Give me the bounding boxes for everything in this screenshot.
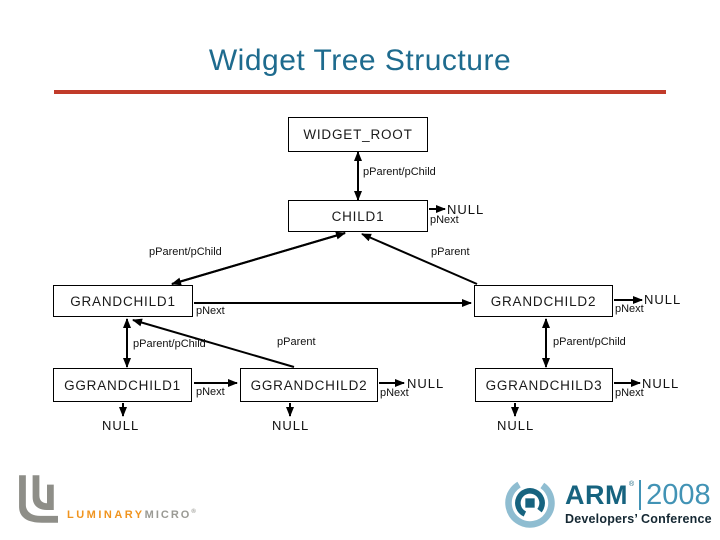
arm-swirl-icon xyxy=(505,478,555,528)
label-root-child1: pParent/pChild xyxy=(363,166,436,178)
arm-text-block: ARM ® 2008 Developers’ Conference xyxy=(565,480,712,526)
label-gc2-ggc3: pParent/pChild xyxy=(553,336,626,348)
arm-conference-logo: ARM ® 2008 Developers’ Conference xyxy=(502,475,712,531)
node-grandchild2: GRANDCHILD2 xyxy=(474,285,613,317)
label-gc1-ggc1: pParent/pChild xyxy=(133,338,206,350)
node-child1: CHILD1 xyxy=(288,200,428,232)
label-gc2-parent: pParent xyxy=(431,246,470,258)
label-child1-pnext: pNext xyxy=(430,214,459,226)
arm-year-text: 2008 xyxy=(646,478,711,511)
label-ggc2-parent: pParent xyxy=(277,336,316,348)
node-grandchild1: GRANDCHILD1 xyxy=(53,285,193,317)
label-child1-null: NULL xyxy=(447,202,485,217)
label-ggc3-child-null: NULL xyxy=(497,418,535,433)
label-ggc2-null: NULL xyxy=(407,376,445,391)
label-ggc1-pnext: pNext xyxy=(196,386,225,398)
label-ggc3-pnext: pNext xyxy=(615,387,644,399)
edge-gc2-parent xyxy=(361,233,478,285)
arm-separator xyxy=(639,480,642,510)
title-rule xyxy=(54,90,666,94)
luminary-leaf-icon xyxy=(19,475,58,523)
luminary-suffix-text: MICRO xyxy=(144,509,192,521)
label-gc2-pnext: pNext xyxy=(615,303,644,315)
luminary-brand-text: LUMINARY xyxy=(67,509,145,521)
node-ggrandchild2: GGRANDCHILD2 xyxy=(240,368,378,402)
arm-registered-mark: ® xyxy=(629,481,635,488)
label-child1-gc1: pParent/pChild xyxy=(149,246,222,258)
label-gc2-null: NULL xyxy=(644,292,682,307)
luminary-wordmark: LUMINARYMICRO® xyxy=(67,509,196,521)
arm-name-row: ARM ® 2008 xyxy=(565,480,712,510)
arm-tagline-text: Developers’ Conference xyxy=(565,512,712,526)
node-widget-root: WIDGET_ROOT xyxy=(288,117,428,152)
node-ggrandchild1: GGRANDCHILD1 xyxy=(53,368,192,402)
edge-child1-gc1-up xyxy=(171,231,346,285)
page-title: Widget Tree Structure xyxy=(208,44,512,77)
label-ggc3-null: NULL xyxy=(642,376,680,391)
label-ggc2-child-null: NULL xyxy=(272,418,310,433)
edge-ggc2-parent xyxy=(132,318,295,368)
label-gc1-pnext: pNext xyxy=(196,305,225,317)
luminary-micro-logo: LUMINARYMICRO® xyxy=(14,474,196,524)
luminary-registered-mark: ® xyxy=(191,509,196,515)
label-ggc2-pnext: pNext xyxy=(380,387,409,399)
node-ggrandchild3: GGRANDCHILD3 xyxy=(475,368,613,402)
label-ggc1-child-null: NULL xyxy=(102,418,140,433)
arm-name-text: ARM xyxy=(565,479,628,510)
